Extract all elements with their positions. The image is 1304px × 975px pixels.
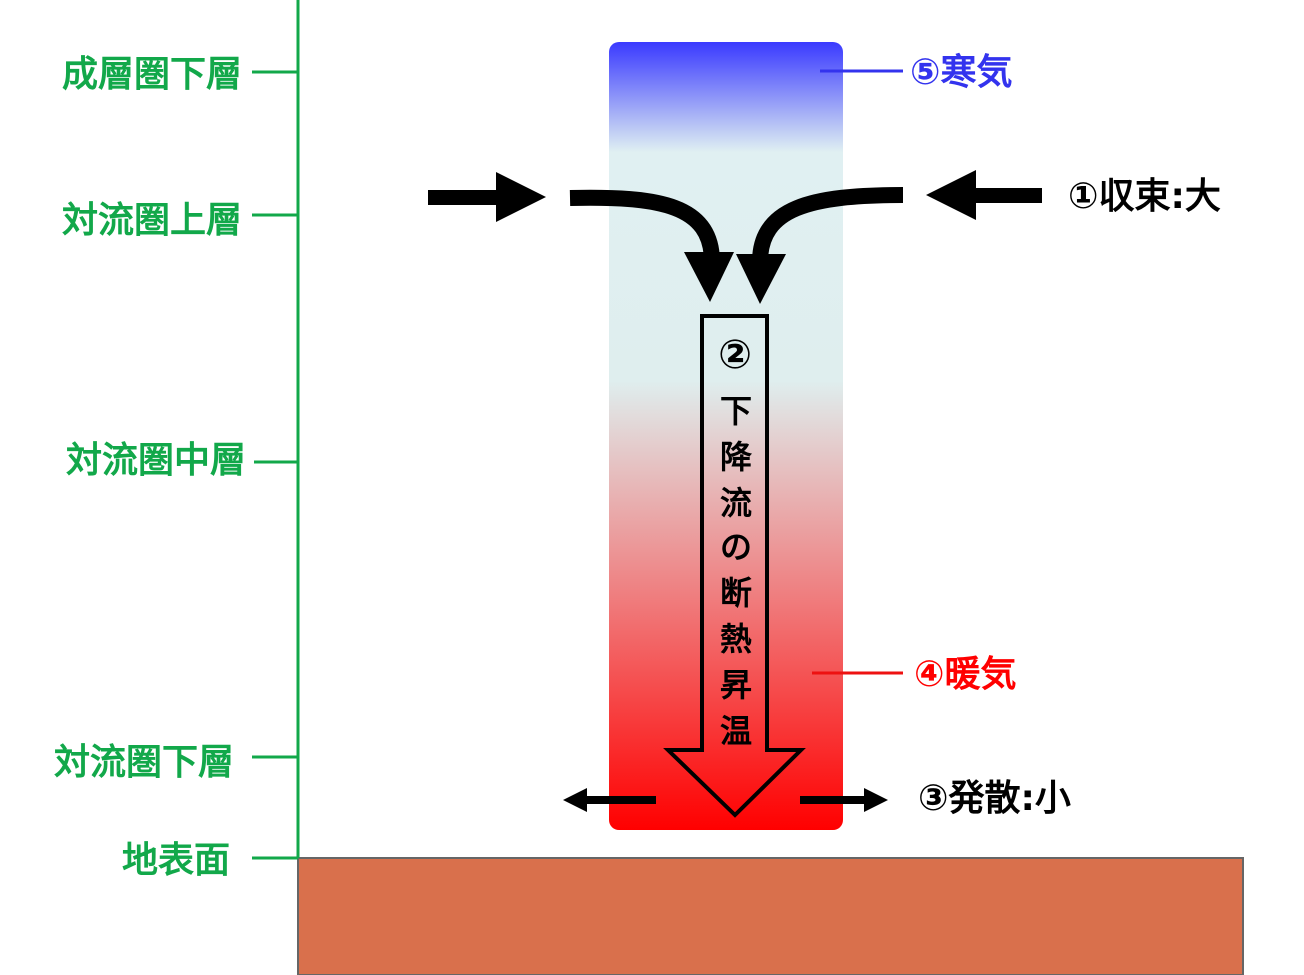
level-label-lower-stratosphere: 成層圏下層: [62, 54, 242, 95]
svg-text:昇: 昇: [720, 666, 752, 704]
ground: [297, 857, 1244, 975]
svg-text:の: の: [720, 528, 752, 566]
downdraft-text: 下 降 流 の 断 熱 昇 温: [720, 392, 753, 750]
divergence-arrow-left: [563, 788, 656, 812]
level-ticks: [252, 70, 298, 860]
svg-text:温: 温: [720, 712, 752, 750]
level-label-surface: 地表面: [122, 840, 230, 881]
curved-arrow-left: [569, 189, 734, 302]
curved-arrow-right: [736, 187, 904, 304]
svg-text:降: 降: [720, 438, 753, 476]
level-label-upper-troposphere: 対流圏上層: [62, 200, 242, 241]
air-column: [609, 42, 843, 830]
divergence-label: ③発散:小: [918, 778, 1071, 819]
convergence-arrow-left: [428, 172, 546, 222]
svg-text:下: 下: [720, 392, 752, 430]
svg-text:流: 流: [720, 484, 752, 522]
cold-air-label: ⑤寒気: [910, 52, 1012, 93]
level-label-middle-troposphere: 対流圏中層: [66, 440, 246, 481]
downdraft-number: ②: [718, 332, 752, 378]
convergence-arrow-right: [926, 170, 1042, 220]
convergence-label: ①収束:大: [1068, 176, 1221, 217]
divergence-arrow-right: [800, 788, 888, 812]
level-label-lower-troposphere: 対流圏下層: [54, 742, 234, 783]
svg-text:断: 断: [720, 574, 752, 612]
downdraft-arrow: [663, 314, 806, 818]
svg-text:熱: 熱: [720, 620, 752, 658]
warm-air-label: ④暖気: [914, 654, 1016, 695]
